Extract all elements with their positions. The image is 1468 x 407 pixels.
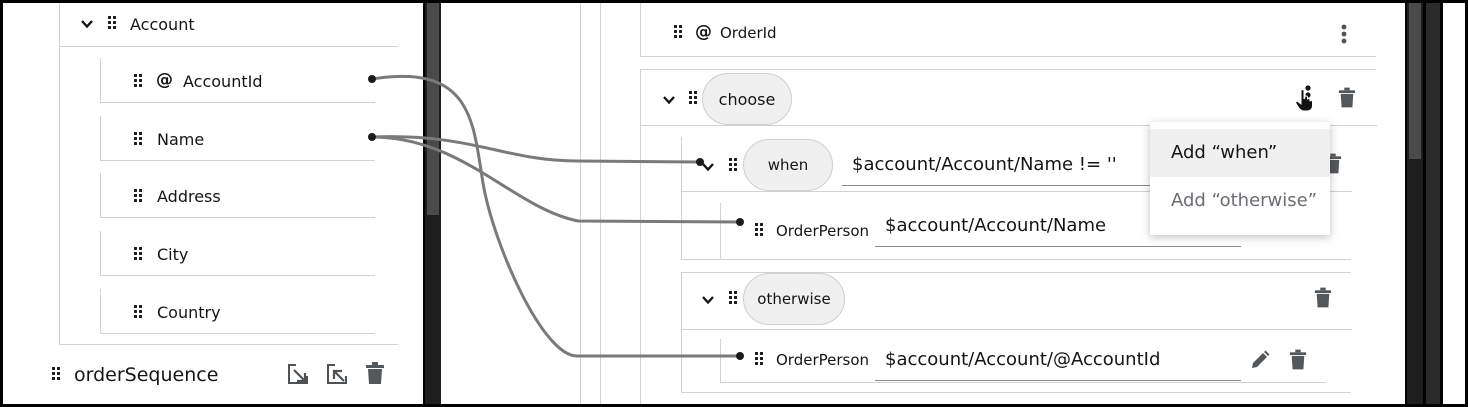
trash-icon[interactable] [1314,287,1332,308]
source-field-accountid[interactable]: @ AccountId [100,58,375,103]
drag-handle-icon[interactable] [134,132,144,148]
when-label: when [743,139,833,191]
drag-handle-icon[interactable] [134,189,144,205]
right-scrollbar[interactable] [1405,3,1423,404]
chevron-down-icon[interactable] [701,293,715,307]
drag-handle-icon[interactable] [134,74,144,90]
field-label: City [157,245,189,264]
field-label: OrderPerson [776,222,870,240]
drag-handle-icon[interactable] [134,247,144,263]
trash-icon[interactable] [1289,349,1307,370]
drag-handle-icon[interactable] [729,158,739,174]
drag-handle-icon[interactable] [755,223,765,239]
pencil-icon[interactable] [1250,350,1270,370]
source-field-country[interactable]: Country [100,289,375,334]
attribute-at-icon: @ [156,70,173,90]
drag-handle-icon[interactable] [108,16,118,32]
source-field-name[interactable]: Name [100,116,375,161]
target-panel: @ OrderId choose when $account/Account/N… [441,3,1405,404]
drag-handle-icon[interactable] [729,291,739,307]
otherwise-block: otherwise OrderPerson $account/Account/@… [681,272,1352,393]
cursor-hand-icon [1295,89,1313,112]
field-label: Country [157,303,221,322]
scrollbar-thumb[interactable] [427,3,439,215]
drag-handle-icon[interactable] [755,352,765,368]
field-label: Name [157,130,205,149]
menu-item-add-when[interactable]: Add “when” [1150,129,1330,177]
scrollbar-track[interactable] [1426,3,1440,404]
chevron-down-icon[interactable] [662,93,676,107]
chevron-down-icon[interactable] [701,160,715,174]
choose-label: choose [702,73,792,125]
field-label: OrderId [720,24,777,42]
panel-splitter[interactable] [423,3,441,404]
otherwise-orderperson-row[interactable]: OrderPerson $account/Account/@AccountId [720,339,1326,383]
import-icon[interactable] [287,363,309,385]
mapper-canvas: Account @ AccountId Name Address City Co… [3,3,1465,404]
far-right-panel [1423,3,1465,404]
source-field-city[interactable]: City [100,231,375,276]
trash-icon[interactable] [1338,87,1356,108]
menu-item-add-otherwise[interactable]: Add “otherwise” [1171,190,1318,211]
source-field-address[interactable]: Address [100,173,375,218]
orderperson-xpath-input[interactable]: $account/Account/@AccountId [875,339,1241,381]
trash-icon[interactable] [365,362,385,384]
source-panel: Account @ AccountId Name Address City Co… [3,3,423,404]
field-label: AccountId [183,72,263,91]
drag-handle-icon[interactable] [52,367,62,383]
order-sequence-label: orderSequence [74,364,219,386]
field-label: Address [157,187,221,206]
account-label: Account [130,15,195,34]
export-icon[interactable] [326,363,348,385]
add-dropdown-menu: Add “when” Add “otherwise” [1150,122,1330,235]
drag-handle-icon[interactable] [134,305,144,321]
choose-block: choose when $account/Account/Name != '' … [640,69,1377,404]
chevron-down-icon[interactable] [80,17,94,31]
scrollbar-thumb[interactable] [1409,3,1421,159]
field-label: OrderPerson [776,351,870,369]
attribute-at-icon: @ [695,22,712,42]
kebab-menu-icon[interactable] [1341,24,1347,44]
target-field-orderid[interactable]: @ OrderId [640,3,1376,57]
otherwise-label: otherwise [743,273,845,325]
drag-handle-icon[interactable] [674,25,684,41]
drag-handle-icon[interactable] [689,91,699,107]
